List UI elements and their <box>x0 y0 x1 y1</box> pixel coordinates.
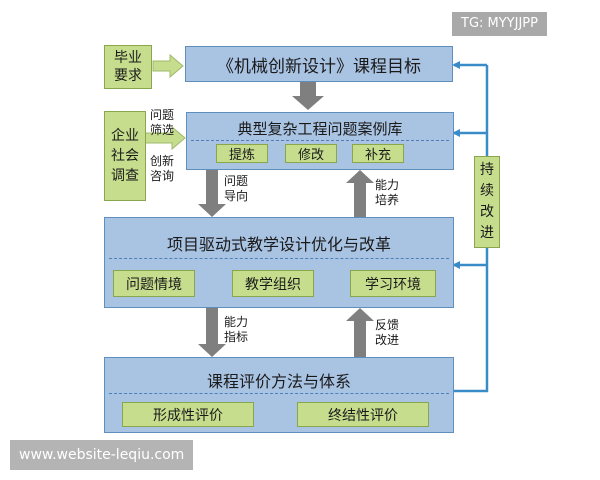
project-sub-organization: 教学组织 <box>232 270 314 297</box>
survey-line-1: 企业 <box>111 128 139 144</box>
course-goal-box: 《机械创新设计》课程目标 <box>185 46 453 82</box>
course-goal-label: 《机械创新设计》课程目标 <box>217 56 421 77</box>
arrow-ability-cultivate <box>346 170 374 217</box>
continuous-char-3: 改 <box>480 204 494 220</box>
ability-indicator-label: 能力 指标 <box>223 315 248 344</box>
project-sub-scenario: 问题情境 <box>113 270 195 297</box>
project-sub-environment: 学习环境 <box>350 270 436 297</box>
continuous-char-2: 续 <box>480 183 494 199</box>
project-teaching-title: 项目驱动式教学设计优化与改革 <box>166 235 391 254</box>
continuous-char-4: 进 <box>480 225 494 241</box>
arrow-problem-guide <box>198 170 226 217</box>
arrow-ability-indicator <box>198 308 226 357</box>
watermark-bottom-left: www.website-leqiu.com <box>10 440 194 470</box>
case-sub-refine: 提炼 <box>216 144 268 163</box>
graduation-line-2: 要求 <box>114 68 142 84</box>
case-sub-supplement: 补充 <box>352 144 404 163</box>
ability-cultivate-label: 能力 培养 <box>374 178 399 207</box>
continuous-improvement-box: 持续改进 <box>474 156 500 248</box>
survey-line-3: 调查 <box>111 168 139 184</box>
arrow-goal-to-case <box>292 80 324 110</box>
graduation-line-1: 毕业 <box>114 50 142 66</box>
continuous-char-1: 持 <box>480 162 494 178</box>
case-sub-modify: 修改 <box>285 144 337 163</box>
evaluation-title: 课程评价方法与体系 <box>206 372 351 391</box>
evaluation-sub-summative: 终结性评价 <box>297 402 429 427</box>
evaluation-sub-formative: 形成性评价 <box>122 402 254 427</box>
arrow-survey-to-case <box>142 125 186 151</box>
problem-guide-label: 问题 导向 <box>223 174 248 203</box>
graduation-requirement-box: 毕业 要求 <box>104 45 152 89</box>
case-library-title: 典型复杂工程问题案例库 <box>237 120 403 138</box>
arrow-graduation-to-goal <box>152 53 184 79</box>
arrow-feedback-improve <box>346 308 374 357</box>
filter-label: 问题 筛选 <box>149 108 174 137</box>
enterprise-survey-box: 企业 社会 调查 <box>104 111 146 201</box>
watermark-top-right: TG: MYYJJPP <box>452 12 547 36</box>
survey-line-2: 社会 <box>111 148 139 164</box>
innovate-label: 创新 咨询 <box>149 154 174 183</box>
feedback-improve-label: 反馈 改进 <box>374 318 399 347</box>
